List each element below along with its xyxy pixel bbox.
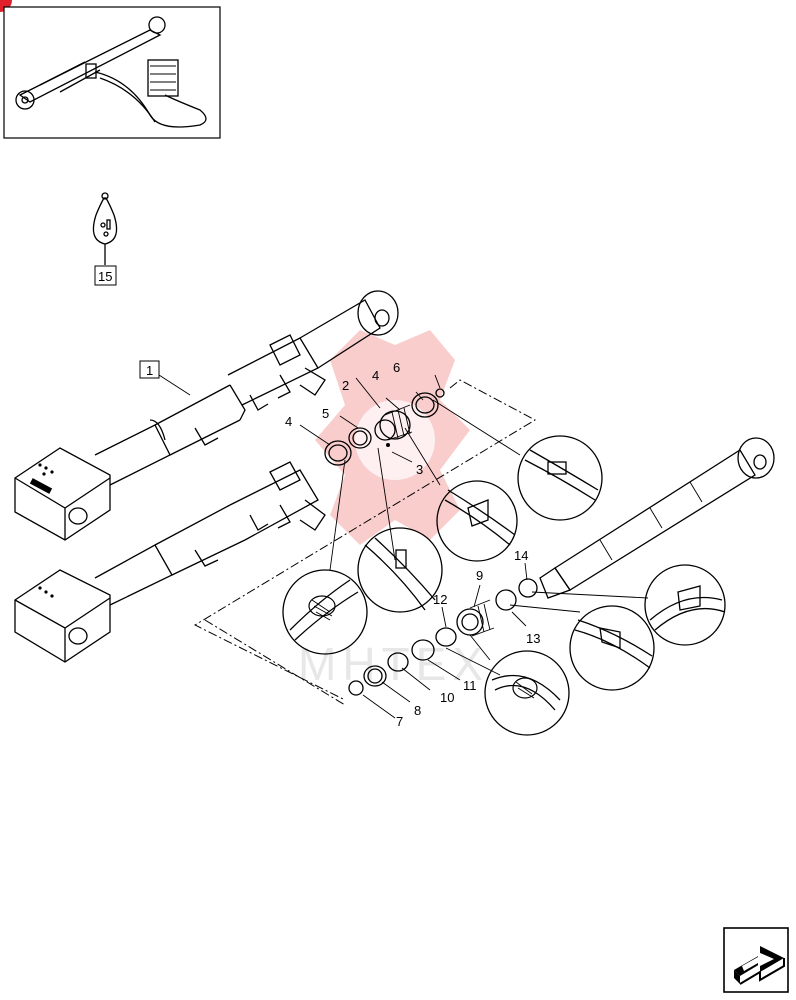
hydraulic-cylinder-thumbnail-icon (15, 16, 207, 128)
watermark-logo: MHTEX (298, 330, 489, 690)
explosion-guide-lower (204, 619, 346, 706)
detail-circle-f (644, 564, 726, 646)
detail-circle-c (357, 527, 443, 613)
callout-4-upper[interactable]: 4 (372, 368, 379, 383)
corner-badge-icon (0, 0, 12, 12)
detail-circle-e (484, 650, 570, 736)
callout-13[interactable]: 13 (526, 631, 540, 646)
thumbnail-frame[interactable] (3, 6, 221, 139)
lower-cylinder-assembly (14, 461, 326, 663)
callout-box-15 (94, 265, 117, 286)
callout-11[interactable]: 11 (463, 678, 477, 693)
detail-circle-b (436, 480, 518, 562)
part-4-ring-upper (411, 392, 439, 418)
callout-15[interactable]: 15 (98, 269, 112, 284)
part-13-ring (495, 589, 517, 611)
part-9-gland (456, 599, 495, 637)
detail-circle-g (569, 605, 655, 691)
callout-6[interactable]: 6 (393, 360, 400, 375)
detail-circle-a (517, 435, 603, 521)
part-4-ring-lower (324, 440, 352, 466)
upper-cylinder-assembly (14, 290, 399, 541)
callout-box-1 (139, 360, 160, 379)
part-6-ring (435, 388, 445, 398)
next-page-button[interactable] (723, 927, 789, 993)
part-14-ring (518, 578, 538, 598)
next-page-arrow-icon (734, 946, 785, 985)
callout-9[interactable]: 9 (476, 568, 483, 583)
detail-circle-d (282, 569, 368, 655)
part-11-ring (411, 639, 435, 661)
part-8-bushing (363, 665, 387, 687)
callout-10[interactable]: 10 (440, 690, 454, 705)
callout-1[interactable]: 1 (146, 363, 153, 378)
part-12-ring (435, 627, 457, 647)
part-3-pin (386, 443, 390, 447)
callout-14[interactable]: 14 (514, 548, 528, 563)
part-10-ring (387, 652, 409, 672)
callout-4-lower[interactable]: 4 (285, 414, 292, 429)
explosion-guide-upper (193, 379, 537, 701)
parts-bag-icon (92, 192, 118, 265)
callout-2[interactable]: 2 (342, 378, 349, 393)
part-5-ring (348, 427, 372, 449)
part-7-ring (348, 680, 364, 696)
piston-rod (539, 437, 775, 599)
watermark-text: MHTEX (298, 638, 489, 690)
callout-7[interactable]: 7 (396, 714, 403, 729)
callout-5[interactable]: 5 (322, 406, 329, 421)
leader-lines (299, 374, 649, 719)
callout-8[interactable]: 8 (414, 703, 421, 718)
callout-3[interactable]: 3 (416, 462, 423, 477)
callout-12[interactable]: 12 (433, 592, 447, 607)
part-2-piston (374, 404, 413, 441)
